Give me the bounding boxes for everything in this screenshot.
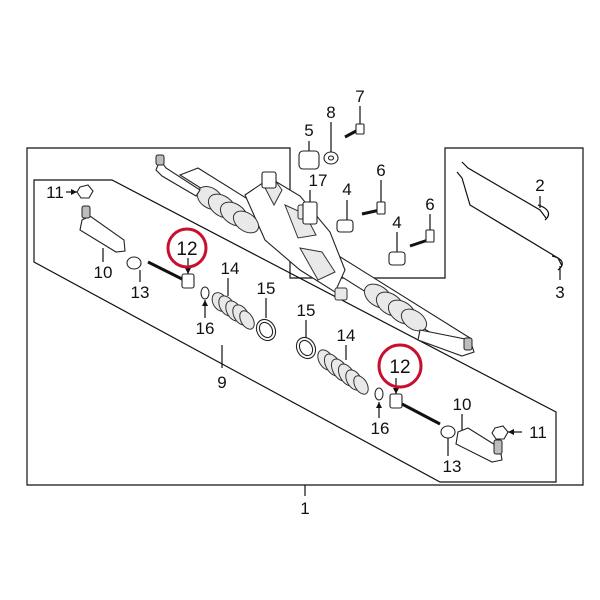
callout-3: 3 bbox=[555, 283, 564, 302]
callout-13b: 13 bbox=[443, 457, 462, 476]
callout-15a: 15 bbox=[257, 279, 276, 298]
callout-4a: 4 bbox=[342, 180, 351, 199]
callout-6b: 6 bbox=[425, 195, 434, 214]
highlight-ring-12-left bbox=[166, 227, 208, 269]
clamp-16a bbox=[200, 286, 210, 318]
nut-11a bbox=[66, 184, 94, 199]
callout-15b: 15 bbox=[297, 301, 316, 320]
bushing-4a bbox=[336, 200, 354, 233]
nut-11b bbox=[491, 425, 522, 440]
callout-9: 9 bbox=[217, 373, 226, 392]
bushing-4b bbox=[388, 232, 406, 266]
callout-4b: 4 bbox=[392, 213, 401, 232]
nut-13b bbox=[440, 425, 456, 456]
callout-7: 7 bbox=[355, 87, 364, 106]
callout-10b: 10 bbox=[453, 395, 472, 414]
callout-12b: 12 bbox=[389, 357, 410, 378]
callout-16a: 16 bbox=[196, 319, 215, 338]
washer-8 bbox=[323, 122, 339, 165]
hydraulic-tubes bbox=[456, 161, 563, 280]
callout-8: 8 bbox=[326, 103, 335, 122]
bushing-17 bbox=[302, 190, 318, 225]
callout-14b: 14 bbox=[337, 326, 356, 345]
boot-14b bbox=[317, 345, 369, 395]
bolt-7 bbox=[344, 106, 365, 139]
callout-2: 2 bbox=[535, 176, 544, 195]
bolt-6b bbox=[409, 214, 435, 248]
callout-13a: 13 bbox=[131, 283, 150, 302]
callout-14a: 14 bbox=[221, 259, 240, 278]
callout-16b: 16 bbox=[371, 419, 390, 438]
clamp-16b bbox=[374, 387, 384, 418]
nut-13a bbox=[126, 256, 142, 282]
boot-14a bbox=[211, 278, 255, 330]
callout-5: 5 bbox=[304, 121, 313, 140]
clamp-15a bbox=[255, 298, 277, 342]
callout-1: 1 bbox=[300, 499, 309, 518]
bushing-5 bbox=[298, 141, 320, 170]
outer-tie-rod-end-10b bbox=[455, 414, 503, 463]
callout-17: 17 bbox=[309, 171, 328, 190]
steering-rack-housing bbox=[155, 154, 475, 357]
clamp-15b bbox=[295, 320, 317, 360]
callout-6a: 6 bbox=[376, 161, 385, 180]
outer-tie-rod-end-10a bbox=[79, 205, 126, 262]
highlight-ring-12-right bbox=[377, 343, 423, 389]
inner-tie-rod-12b bbox=[389, 378, 441, 426]
callout-12a: 12 bbox=[176, 239, 197, 260]
callout-11b: 11 bbox=[529, 423, 547, 442]
bolt-6a bbox=[361, 180, 386, 216]
inner-tie-rod-12a bbox=[147, 258, 195, 289]
callout-11a: 11 bbox=[46, 183, 64, 202]
tie-rod-subassembly-frame bbox=[33, 179, 557, 483]
callout-10a: 10 bbox=[94, 263, 113, 282]
